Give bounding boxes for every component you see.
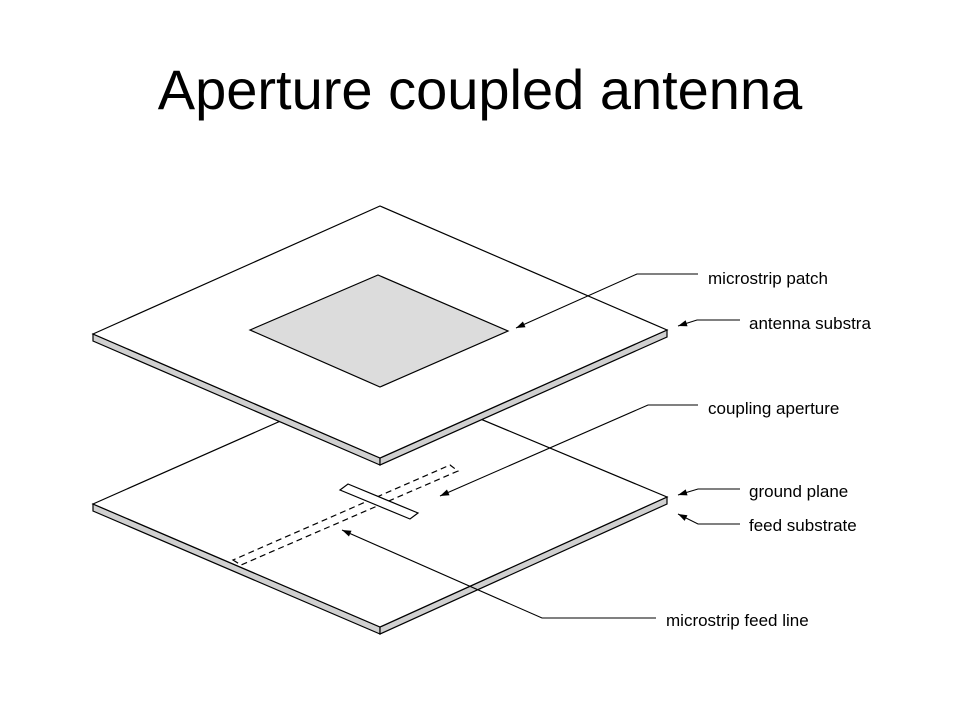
feed-substrate-leader: [677, 513, 740, 525]
microstrip-patch-leader: [515, 273, 698, 329]
microstrip-patch: [248, 274, 510, 388]
label-ground-plane: ground plane: [749, 482, 848, 501]
antenna-substrate-leader: [677, 319, 740, 327]
slide-title: Aperture coupled antenna: [157, 58, 803, 121]
label-antenna-substrate: antenna substra: [749, 314, 871, 333]
label-coupling-aperture: coupling aperture: [708, 399, 839, 418]
callout-labels: microstrip patch antenna substra couplin…: [666, 269, 871, 630]
microstrip-feed-line-leader: [341, 529, 656, 619]
label-microstrip-patch: microstrip patch: [708, 269, 828, 288]
bottom-layer: [91, 376, 669, 635]
label-feed-substrate: feed substrate: [749, 516, 857, 535]
callout-leaders: [341, 273, 740, 619]
label-microstrip-feed-line: microstrip feed line: [666, 611, 809, 630]
coupling-aperture-leader: [439, 404, 698, 497]
coupling-aperture-slot: [338, 483, 420, 520]
top-layer: [91, 205, 669, 466]
ground-plane-leader: [677, 488, 740, 496]
